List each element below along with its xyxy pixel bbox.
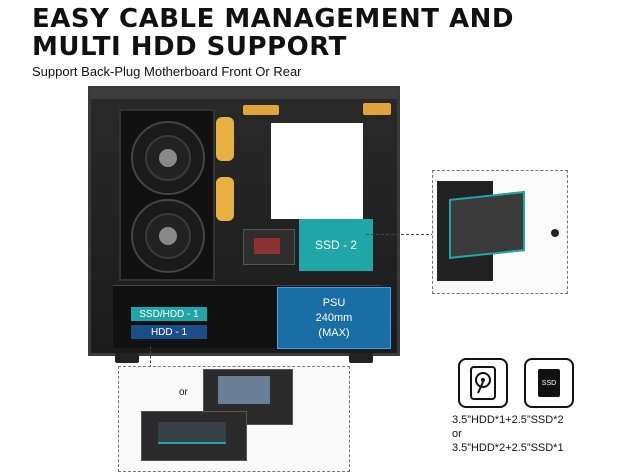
ssd-mount-detail-image	[432, 170, 568, 294]
psu-max: (MAX)	[318, 326, 350, 339]
title-line-1: EASY CABLE MANAGEMENT AND	[32, 4, 515, 34]
ssd-callout-line	[366, 234, 434, 235]
case-foot	[115, 353, 139, 363]
case-top-panel	[91, 89, 397, 99]
config-option-2: 3.5”HDD*2+2.5”SSD*1	[452, 442, 564, 454]
hdd-callout-line	[150, 346, 151, 368]
screw-icon	[551, 229, 559, 237]
cable-grommet-lower	[216, 177, 234, 221]
config-or-text: or	[452, 428, 462, 440]
top-grommet-right	[363, 103, 391, 115]
ssd-cage	[141, 411, 247, 461]
cable-grommet-upper	[216, 117, 234, 161]
config-option-1: 3.5”HDD*1+2.5”SSD*2	[452, 414, 564, 426]
fan-wall	[119, 109, 215, 281]
psu-size: 240mm	[315, 311, 353, 324]
hdd-cage	[203, 369, 293, 425]
hdd-1-label: HDD - 1	[131, 325, 207, 339]
ssd-hdd-1-label: SSD/HDD - 1	[131, 307, 207, 321]
pc-case-image: SSD - 2 PSU 240mm (MAX) SSD/HDD - 1 HDD …	[88, 86, 400, 363]
fan-icon	[131, 121, 205, 195]
drive-cage-detail-image: or	[118, 366, 350, 472]
case-foot	[349, 353, 373, 363]
cpu-cutout	[271, 123, 363, 219]
psu-area: PSU 240mm (MAX)	[277, 287, 391, 349]
fan-icon	[131, 199, 205, 273]
top-grommet-left	[243, 105, 279, 115]
or-text: or	[179, 387, 188, 398]
motherboard-connector	[243, 229, 295, 265]
ssd-chip-label: SSD	[538, 369, 560, 397]
ssd-2-label: SSD - 2	[299, 219, 373, 271]
hard-drive-icon	[470, 366, 496, 400]
title-line-2: MULTI HDD SUPPORT	[32, 32, 347, 62]
subtitle: Support Back-Plug Motherboard Front Or R…	[32, 64, 302, 79]
ssd-icon: SSD	[524, 358, 574, 408]
psu-label: PSU	[322, 296, 346, 309]
ssd-drive	[449, 191, 525, 259]
hdd-icon	[458, 358, 508, 408]
